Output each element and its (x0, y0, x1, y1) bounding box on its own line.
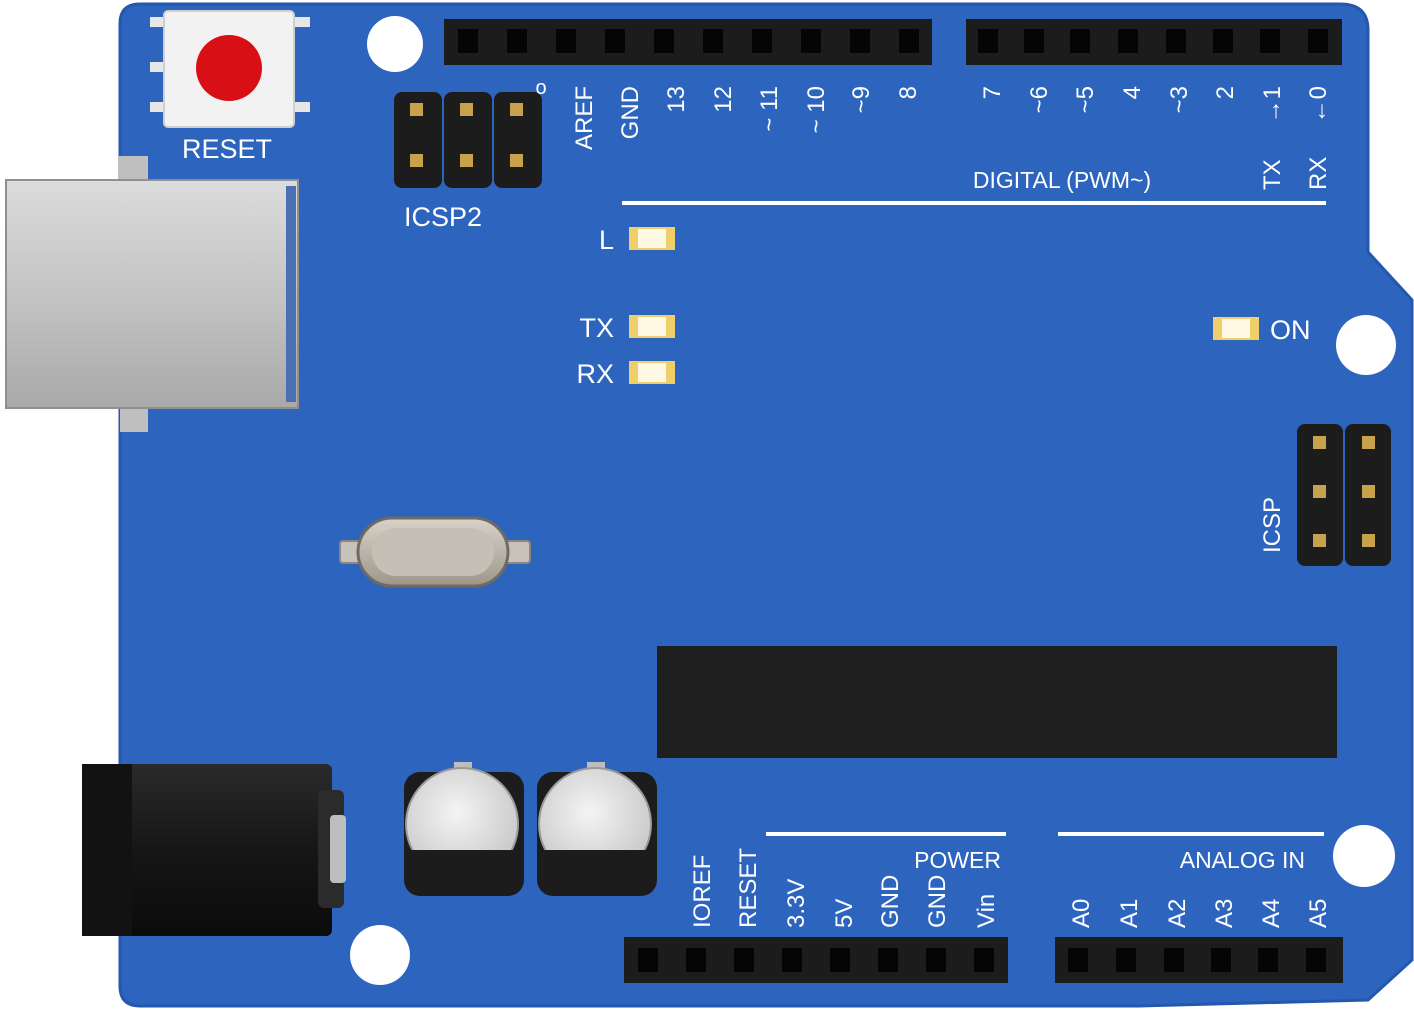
mounting-hole-bottom-right (1333, 825, 1395, 887)
pin-label-8: 8 (895, 86, 922, 99)
pin-label-a2: A2 (1164, 899, 1191, 928)
led-rx (629, 361, 675, 384)
pin-label-vin: Vin (973, 894, 1000, 928)
digital-silk-line (622, 201, 1326, 205)
pin-label-gnd-1: GND (877, 875, 904, 928)
mounting-hole-top-left (367, 16, 423, 72)
led-tx (629, 315, 675, 338)
pin-label-a1: A1 (1116, 899, 1143, 928)
pin-label-12: 12 (710, 86, 737, 113)
pin-label-6: ~6 (1026, 86, 1053, 113)
reset-label: RESET (182, 134, 272, 164)
pin-label-11: ~ 11 (756, 86, 783, 132)
pin-label-5: ~5 (1072, 86, 1099, 113)
pin-label-a5: A5 (1305, 899, 1332, 928)
power-label: POWER (914, 847, 1001, 873)
pin-label-9: ~9 (848, 86, 875, 113)
pin-label-ioref: IOREF (689, 855, 716, 928)
pin-label-4: 4 (1119, 86, 1146, 99)
microcontroller-chip (657, 646, 1337, 758)
digital-header-high (444, 19, 932, 65)
pin-label-a4: A4 (1258, 899, 1285, 928)
pin-label-reset: RESET (735, 848, 762, 928)
tx-header-label: TX (1259, 159, 1286, 190)
pin-label-gnd: GND (617, 86, 644, 139)
pin-label-3v3: 3.3V (783, 879, 810, 928)
pin-label-3: ~3 (1166, 86, 1193, 113)
pin-label-2: 2 (1212, 86, 1239, 99)
analog-in-label: ANALOG IN (1180, 847, 1305, 873)
reset-button[interactable] (150, 10, 310, 128)
power-header (624, 937, 1008, 983)
digital-header-low (966, 19, 1342, 65)
pin-label-7: 7 (979, 86, 1006, 99)
pin-label-gnd-2: GND (924, 875, 951, 928)
pin-label-a0: A0 (1068, 899, 1095, 928)
pin-label-1: →1 (1259, 86, 1286, 123)
icsp2-label: ICSP2 (404, 202, 482, 232)
mounting-hole-bottom-left (350, 925, 410, 985)
led-l (629, 227, 675, 250)
usb-connector (5, 156, 299, 432)
capacitor-left (404, 762, 524, 896)
digital-label: DIGITAL (PWM~) (973, 167, 1151, 193)
led-on (1213, 317, 1259, 340)
led-on-label: ON (1270, 315, 1311, 345)
rx-header-label: RX (1305, 157, 1332, 190)
icsp2-pin1-mark: o (535, 77, 546, 99)
pin-label-13: 13 (663, 86, 690, 113)
led-rx-label: RX (576, 359, 614, 389)
power-barrel-jack (82, 764, 346, 936)
led-tx-label: TX (579, 313, 614, 343)
crystal-oscillator (339, 516, 531, 588)
pin-label-a3: A3 (1211, 899, 1238, 928)
pin-label-aref: AREF (571, 86, 598, 150)
power-silk-line (766, 832, 1006, 836)
led-l-label: L (599, 225, 614, 255)
icsp-header (1297, 424, 1391, 566)
icsp2-header (394, 92, 542, 188)
mounting-hole-right (1336, 315, 1396, 375)
analog-header (1055, 937, 1343, 983)
pin-label-0: ←0 (1305, 86, 1332, 123)
capacitor-right (537, 762, 657, 896)
analog-silk-line (1058, 832, 1324, 836)
pin-label-5v: 5V (831, 899, 858, 928)
pin-label-10: ~ 10 (803, 86, 830, 133)
icsp-label: ICSP (1259, 497, 1286, 553)
